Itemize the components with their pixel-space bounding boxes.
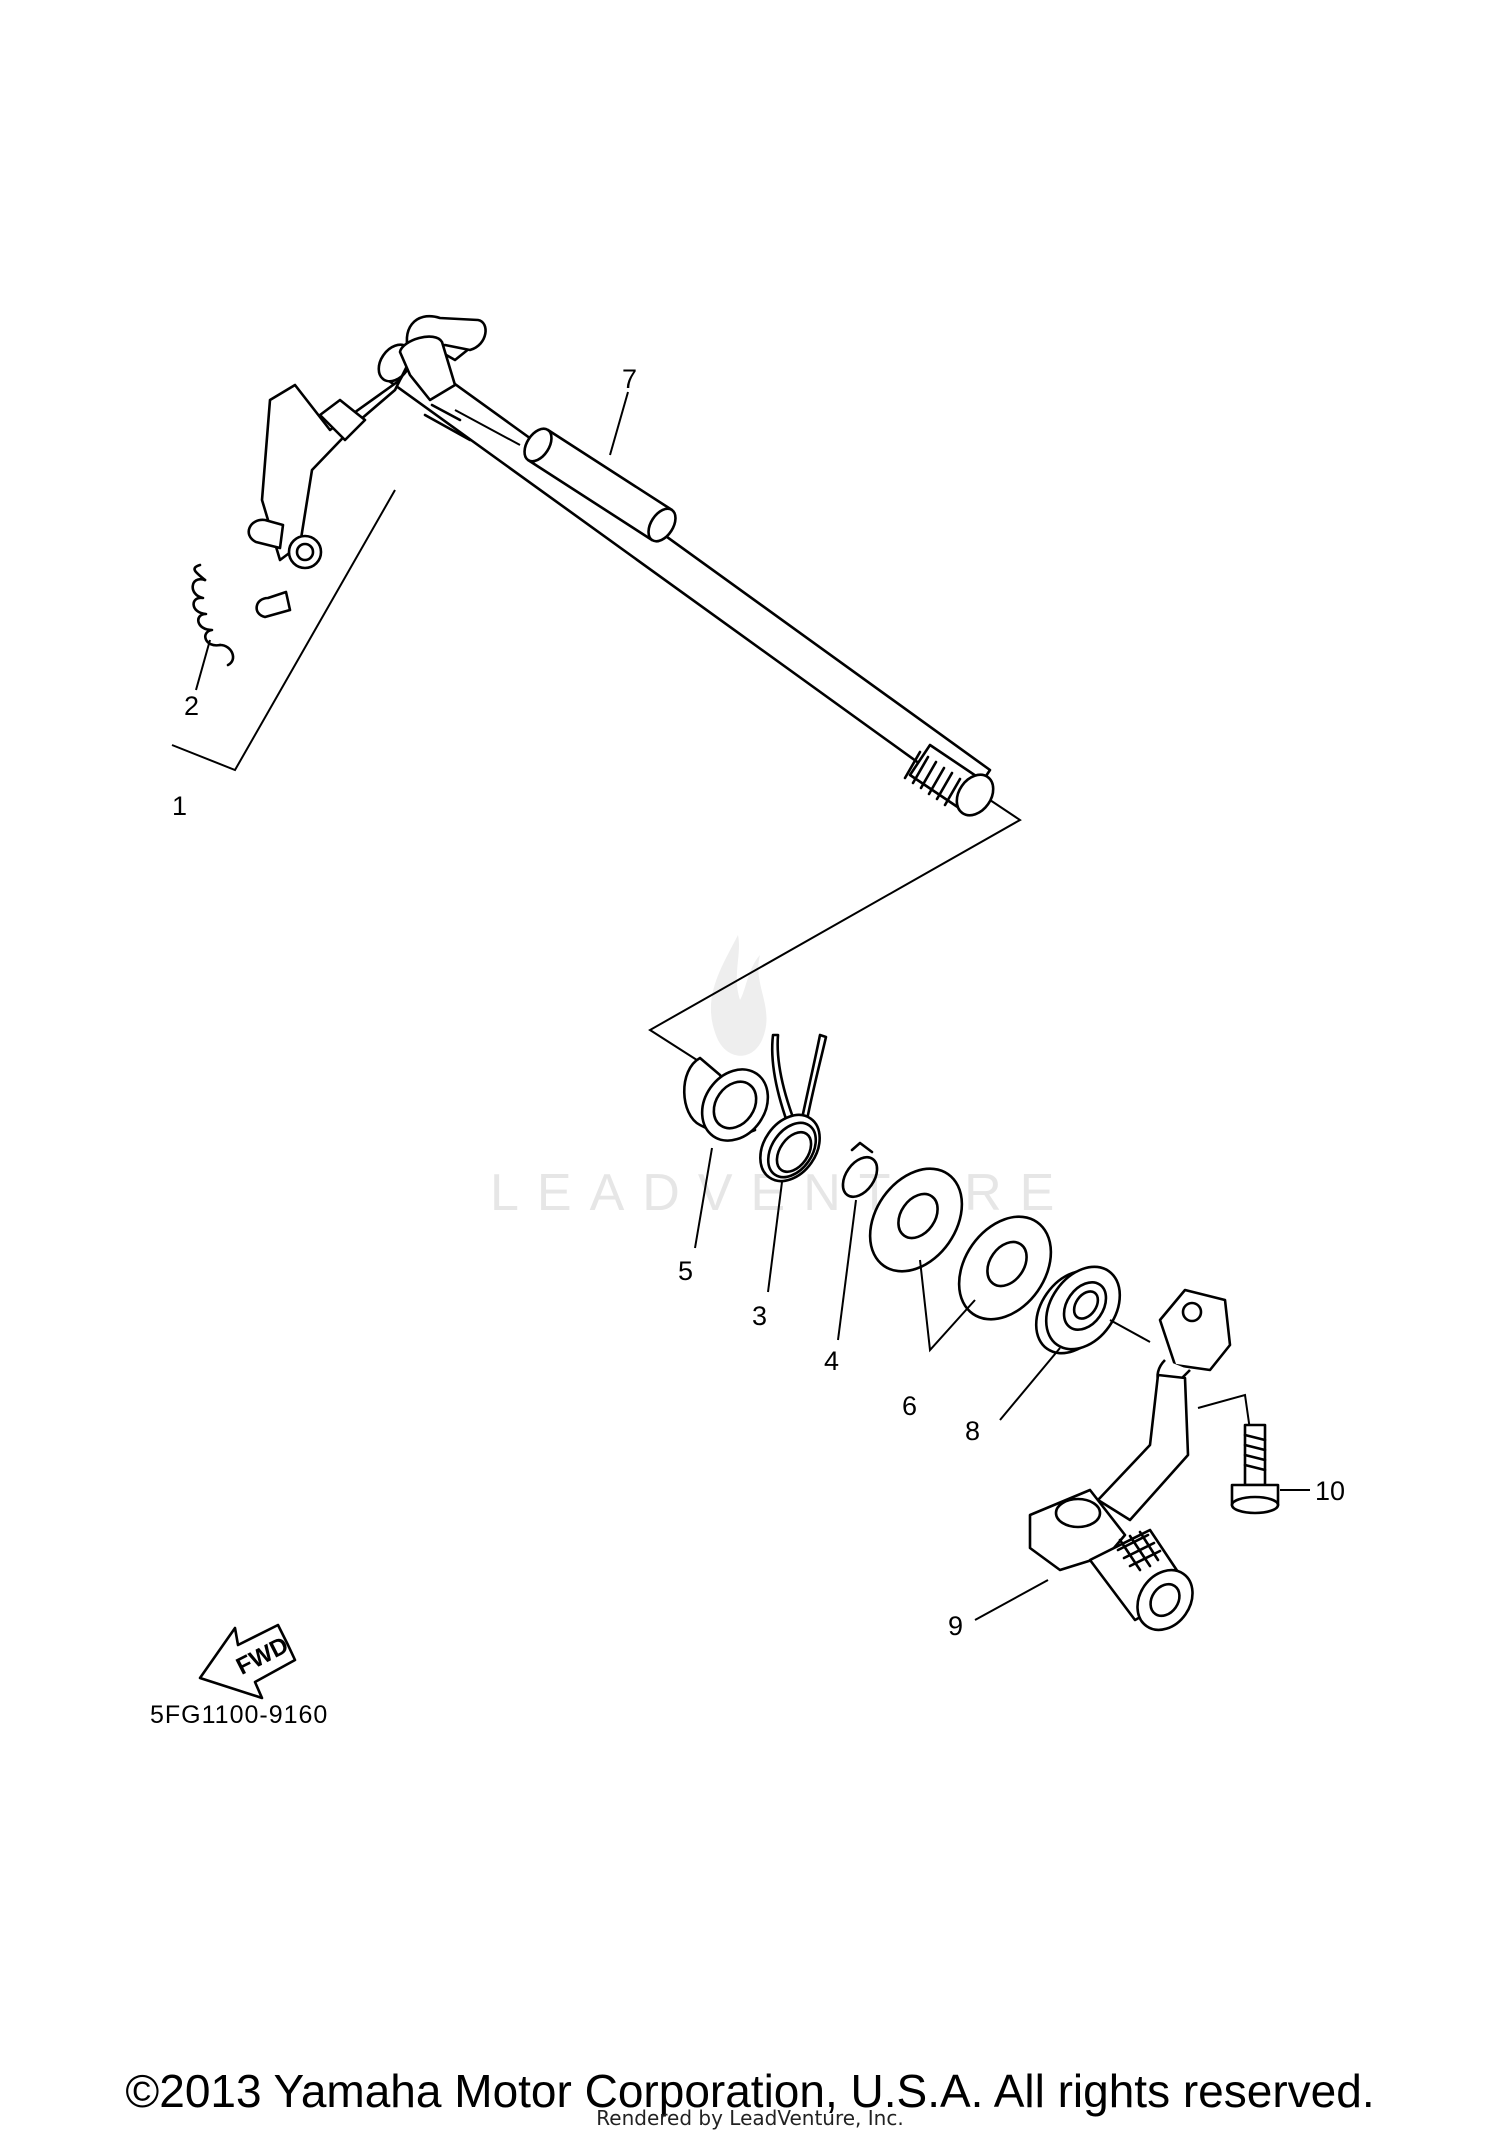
leader-line-6 [919,1259,976,1353]
circlip-part-4 [837,1141,879,1341]
leader-line-4 [837,1199,857,1341]
rendered-by-credit: Rendered by LeadVenture, Inc. [596,2106,904,2130]
leader-line-2 [195,639,211,691]
callout-6: 6 [902,1391,917,1421]
callout-9: 9 [948,1611,963,1641]
callout-2: 2 [184,691,199,721]
watermark-flame-icon [710,935,767,1056]
bearing-part-8 [999,1265,1151,1421]
part-code: 5FG1100-9160 [150,1701,328,1729]
callout-7: 7 [622,364,637,394]
leader-line-5 [694,1147,713,1249]
leader-line-3 [767,1181,783,1293]
shift-shaft-part-1 [171,315,995,817]
explode-line [648,799,1022,1063]
shift-pedal-part-9 [974,1288,1251,1632]
pedal-knurl [1116,1530,1162,1572]
bolt-part-10 [1230,1423,1310,1515]
leader-line-1 [171,489,396,772]
copyright-notice: ©2013 Yamaha Motor Corporation, U.S.A. A… [125,2065,1375,2117]
fwd-arrow-icon: FWD [198,1623,297,1700]
callout-5: 5 [678,1256,693,1286]
callout-3: 3 [752,1301,767,1331]
washer-part-6 [868,1167,1053,1353]
leader-line-8 [999,1347,1061,1421]
callout-10: 10 [1315,1476,1345,1506]
callout-1: 1 [172,791,187,821]
pin-part-7 [454,391,677,543]
leader-line-9 [974,1579,1049,1621]
leader-line-7 [609,391,629,456]
torsion-spring-part-3 [759,1033,828,1293]
spring-part-2 [191,563,235,691]
callout-8: 8 [965,1416,980,1446]
callout-labels: 1 2 3 4 5 6 7 8 9 10 [172,364,1345,1641]
callout-4: 4 [824,1346,839,1376]
collar-part-5 [682,1056,770,1249]
